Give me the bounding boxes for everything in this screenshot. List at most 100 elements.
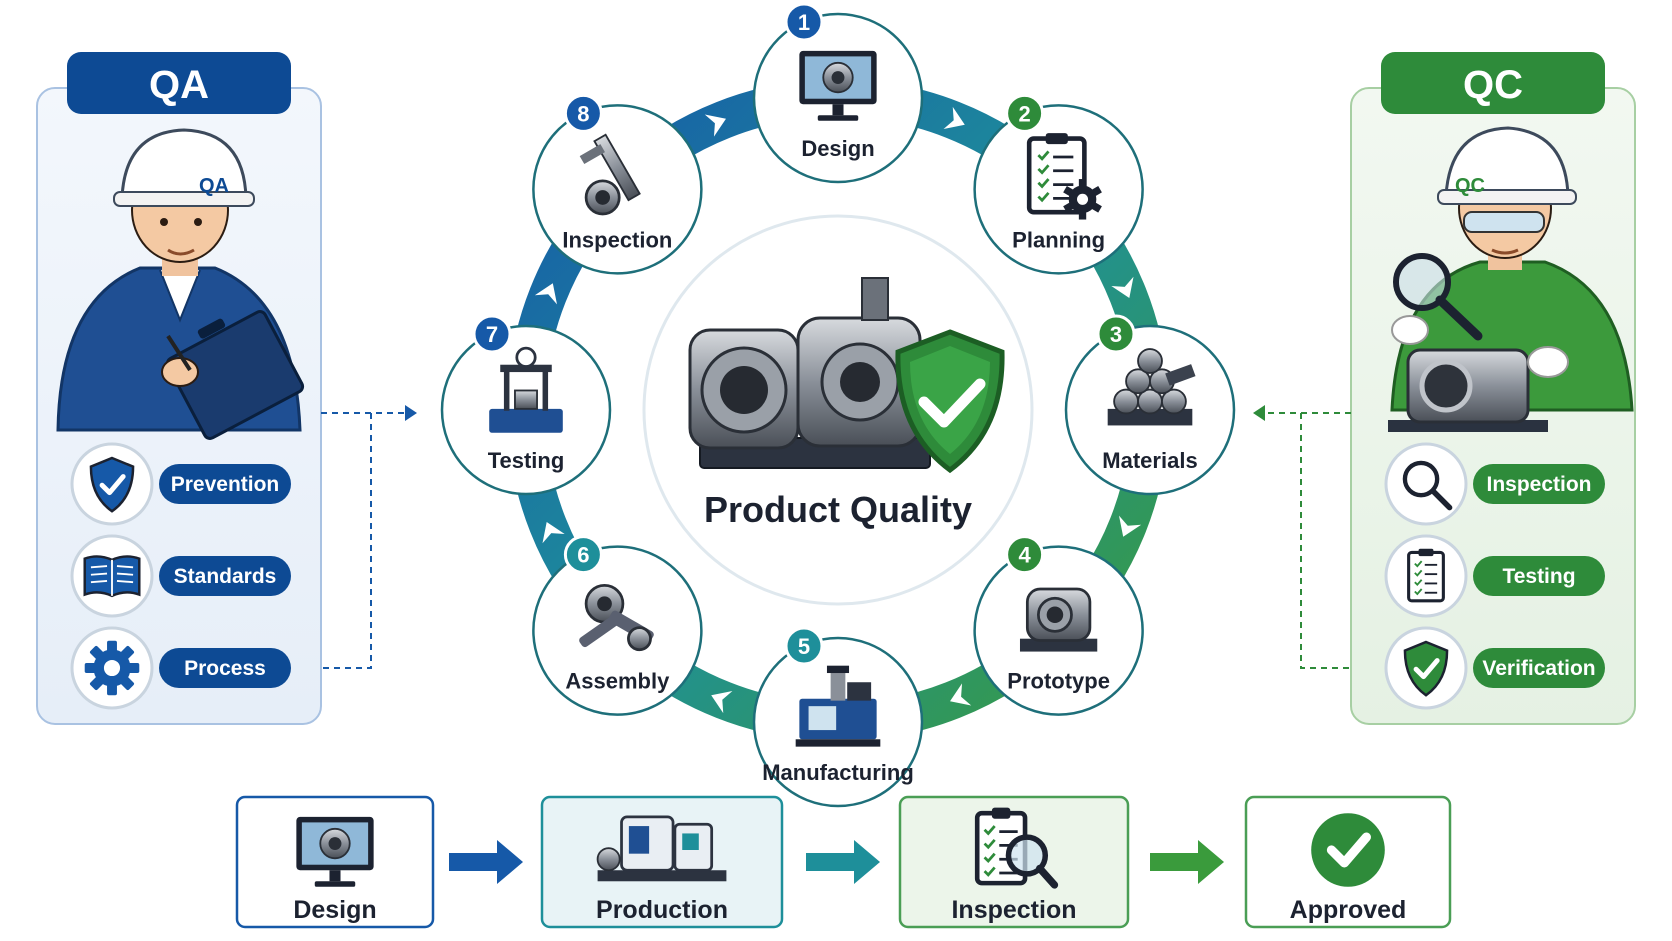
step-number: 7 xyxy=(486,322,498,347)
flow-step-label: Production xyxy=(596,896,728,924)
cycle-step-label: Design xyxy=(801,136,874,161)
qa-worker-illustration: QA xyxy=(56,128,305,440)
panel-item[interactable]: Testing xyxy=(1384,534,1605,618)
cycle-direction-arrow xyxy=(534,283,558,305)
flow-arrow xyxy=(806,840,880,884)
check-circle-icon xyxy=(1311,813,1385,887)
flow-step-label: Approved xyxy=(1290,896,1407,924)
qa-helmet-text: QA xyxy=(199,175,229,197)
assembly-parts-icon xyxy=(579,583,654,652)
quality-shield-icon xyxy=(895,329,1005,474)
flow-step[interactable]: Approved xyxy=(1244,795,1452,929)
qc-helmet-text: QC xyxy=(1455,175,1485,197)
cycle-step[interactable]: Inspection 8 xyxy=(532,93,703,275)
cycle-step[interactable]: Planning 2 xyxy=(973,93,1144,275)
flow-arrow xyxy=(449,840,523,884)
flow-step-label: Design xyxy=(293,896,376,924)
flow-step[interactable]: Design xyxy=(235,795,435,929)
panel-item-label: Testing xyxy=(1502,565,1575,588)
shield-check-icon xyxy=(1403,640,1449,697)
shield-check-icon xyxy=(89,456,135,513)
inspected-part-icon xyxy=(1406,348,1530,424)
step-number: 6 xyxy=(577,543,589,568)
cycle-direction-arrow xyxy=(711,690,733,714)
qc-title-badge xyxy=(1381,52,1605,114)
checklist-icon xyxy=(1407,548,1445,603)
qc-connector-line xyxy=(1265,412,1351,669)
cycle-step[interactable]: Materials 3 xyxy=(1064,314,1236,496)
caliper-icon xyxy=(579,133,641,216)
qa-title: QA xyxy=(149,63,209,107)
step-number-badge xyxy=(1096,314,1136,354)
step-number-badge xyxy=(1005,93,1045,133)
step-number: 3 xyxy=(1110,322,1122,347)
panel-item-label: Verification xyxy=(1482,657,1595,680)
machine-line-icon xyxy=(596,815,727,882)
cycle-direction-arrow xyxy=(1118,515,1142,537)
magnifier-icon xyxy=(1402,460,1453,511)
qc-title: QC xyxy=(1463,63,1523,107)
step-number: 1 xyxy=(798,10,810,35)
open-book-icon xyxy=(83,555,141,598)
flow-step-label: Inspection xyxy=(951,896,1076,924)
step-number-badge xyxy=(784,626,824,666)
safety-glasses-icon xyxy=(1463,211,1545,233)
step-number-badge xyxy=(784,2,824,42)
cycle-step-label: Manufacturing xyxy=(762,760,914,785)
cycle-direction-arrow xyxy=(542,522,565,544)
cycle-step[interactable]: Assembly 6 xyxy=(532,535,703,716)
qc-worker-illustration: QC xyxy=(1388,126,1634,432)
cycle-direction-arrow xyxy=(704,114,726,137)
pump-prototype-icon xyxy=(1019,587,1098,652)
step-number-badge xyxy=(563,535,603,575)
panel-item[interactable]: Inspection xyxy=(1384,442,1605,526)
qc-connector-arrow xyxy=(1253,405,1265,421)
monitor-part-icon xyxy=(296,816,374,887)
cycle-step-label: Planning xyxy=(1012,227,1105,252)
step-number-badge xyxy=(472,314,512,354)
panel-item-label: Inspection xyxy=(1486,473,1591,496)
flow-step[interactable]: Production xyxy=(540,795,784,929)
test-rig-icon xyxy=(489,346,563,433)
metal-bars-icon xyxy=(1107,348,1196,426)
cycle-step[interactable]: Manufacturing 5 xyxy=(752,626,924,808)
cycle-step-label: Inspection xyxy=(562,227,672,252)
step-number-badge xyxy=(563,93,603,133)
qa-connector-line xyxy=(321,412,405,669)
cycle-step[interactable]: Design 1 xyxy=(752,2,924,184)
checklist-magnifier-icon xyxy=(974,807,1059,889)
cycle-step-label: Prototype xyxy=(1007,669,1110,694)
bottom-flow: Design Production Inspection Approved xyxy=(235,795,1452,929)
step-number: 2 xyxy=(1018,101,1030,126)
cycle-step-label: Testing xyxy=(488,448,565,473)
cycle-step-label: Materials xyxy=(1102,448,1197,473)
clipboard-icon xyxy=(165,310,305,440)
panel-item[interactable]: Prevention xyxy=(70,442,291,526)
step-number: 8 xyxy=(577,101,589,126)
panel-item-label: Prevention xyxy=(171,473,280,496)
cycle-step[interactable]: Prototype 4 xyxy=(973,535,1144,716)
panel-item-label: Standards xyxy=(174,565,277,588)
magnifier-tool-icon xyxy=(1393,253,1483,341)
gear-icon xyxy=(84,640,140,696)
quality-cycle: Product Quality Design1Planning2Material… xyxy=(440,2,1236,808)
cycle-direction-arrow xyxy=(943,106,965,130)
cnc-machine-icon xyxy=(795,665,881,747)
cycle-direction-arrow xyxy=(950,683,972,706)
cycle-step[interactable]: Testing 7 xyxy=(440,314,612,496)
product-machine-icon xyxy=(688,277,931,469)
panel-item[interactable]: Process xyxy=(70,626,291,710)
step-number-badge xyxy=(1005,535,1045,575)
panel-item[interactable]: Standards xyxy=(70,534,291,618)
panel-item-label: Process xyxy=(184,657,266,680)
qa-title-badge xyxy=(67,52,291,114)
clipboard-gear-icon xyxy=(1026,133,1102,220)
step-number: 5 xyxy=(798,634,810,659)
panel-item[interactable]: Verification xyxy=(1384,626,1605,710)
cycle-step-label: Assembly xyxy=(565,669,670,694)
step-number: 4 xyxy=(1018,543,1031,568)
flow-step[interactable]: Inspection xyxy=(898,795,1130,929)
flow-arrow xyxy=(1150,840,1224,884)
